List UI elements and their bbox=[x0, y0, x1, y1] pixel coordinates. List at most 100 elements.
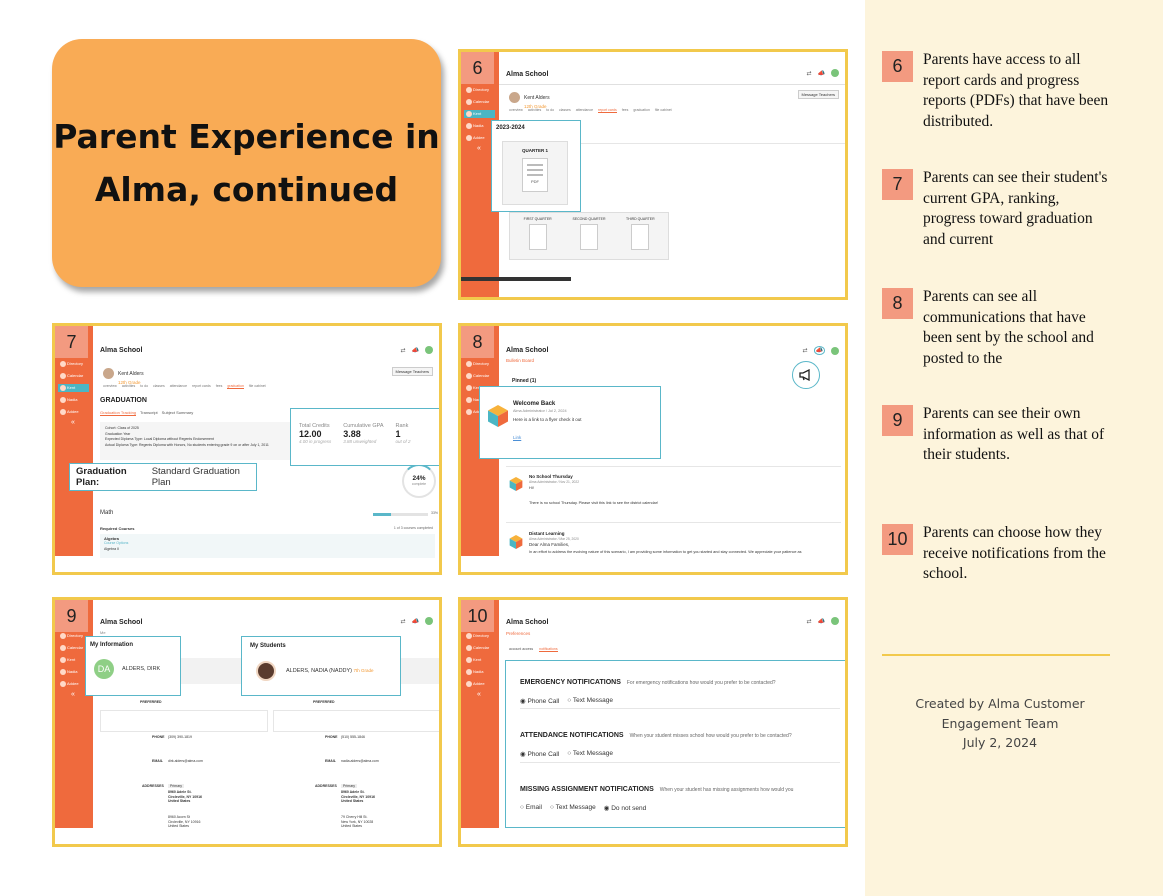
tab-todo[interactable]: to do bbox=[546, 108, 555, 112]
me-tab[interactable]: Me bbox=[100, 630, 106, 635]
tab-classes[interactable]: classes bbox=[153, 384, 165, 388]
nav-calendar[interactable]: Calendar bbox=[58, 644, 89, 652]
avatar[interactable] bbox=[831, 346, 839, 355]
nav-directory[interactable]: Directory bbox=[464, 86, 495, 94]
nav-calendar[interactable]: Calendar bbox=[464, 98, 495, 106]
status-url-bar bbox=[461, 277, 571, 281]
nav-kent[interactable]: Kent bbox=[58, 384, 89, 392]
avatar[interactable] bbox=[831, 617, 839, 625]
nav-addee[interactable]: Addee bbox=[464, 680, 495, 688]
radio-phone-call[interactable]: ◉ Phone Call bbox=[520, 751, 560, 758]
radio-email[interactable]: ○ Email bbox=[520, 804, 542, 811]
credits-line: Created by Alma Customer bbox=[915, 696, 1085, 711]
pdf-document-icon[interactable]: PDF bbox=[522, 158, 548, 192]
radio-do-not-send[interactable]: ◉ Do not send bbox=[603, 805, 647, 812]
nav-directory[interactable]: Directory bbox=[58, 360, 89, 368]
report-cards-row: FIRST QUARTER SECOND QUARTER THIRD QUART… bbox=[509, 212, 669, 260]
tab-report-cards[interactable]: report cards bbox=[598, 108, 617, 113]
tab-report-cards[interactable]: report cards bbox=[192, 384, 211, 388]
popup-link[interactable]: Link bbox=[513, 435, 522, 440]
tab-todo[interactable]: to do bbox=[140, 384, 149, 388]
tab-activities[interactable]: activities bbox=[527, 108, 542, 112]
tab-attendance[interactable]: attendance bbox=[169, 384, 188, 388]
tab-file-cabinet[interactable]: file cabinet bbox=[248, 384, 266, 388]
nav-calendar[interactable]: Calendar bbox=[464, 644, 495, 652]
second-quarter-card[interactable]: SECOND QUARTER bbox=[567, 217, 610, 255]
swap-icon[interactable]: ⇄ bbox=[400, 347, 406, 354]
nav-calendar[interactable]: Calendar bbox=[58, 372, 89, 380]
student-avatar[interactable] bbox=[256, 661, 276, 681]
collapse-icon[interactable]: « bbox=[71, 691, 75, 698]
collapse-icon[interactable]: « bbox=[477, 145, 481, 152]
megaphone-icon[interactable]: 📣 bbox=[817, 618, 825, 625]
quarter-1-card[interactable]: QUARTER 1 PDF bbox=[502, 141, 568, 205]
radio-phone-call[interactable]: ◉ Phone Call bbox=[520, 698, 560, 705]
nav-addee[interactable]: Addee bbox=[58, 408, 89, 416]
collapse-icon[interactable]: « bbox=[477, 691, 481, 698]
tab-attendance[interactable]: attendance bbox=[575, 108, 594, 112]
school-name: Alma School bbox=[506, 71, 549, 78]
avatar[interactable] bbox=[425, 617, 433, 625]
avatar[interactable] bbox=[425, 346, 433, 354]
nav-calendar[interactable]: Calendar bbox=[464, 372, 495, 380]
subtab-notifications[interactable]: notifications bbox=[539, 647, 558, 652]
subtab-account-access[interactable]: account access bbox=[509, 647, 534, 651]
nav-nadia[interactable]: Nadia bbox=[464, 668, 495, 676]
tab-graduation[interactable]: graduation bbox=[227, 384, 244, 389]
nav-directory[interactable]: Directory bbox=[58, 632, 89, 640]
post-distant-learning[interactable]: Distant Learning Alma Administrator / Ma… bbox=[509, 531, 844, 561]
message-teachers-button[interactable]: Message Teachers bbox=[797, 90, 839, 99]
course-list: Algebra Course Options Algebra II bbox=[100, 534, 435, 558]
caption-badge: 6 bbox=[882, 51, 913, 82]
radio-text-message[interactable]: ○ Text Message bbox=[567, 697, 614, 704]
swap-icon[interactable]: ⇄ bbox=[806, 70, 812, 77]
nav-addee[interactable]: Addee bbox=[58, 680, 89, 688]
radio-text-message[interactable]: ○ Text Message bbox=[567, 750, 614, 757]
swap-icon[interactable]: ⇄ bbox=[400, 618, 406, 625]
tab-classes[interactable]: classes bbox=[559, 108, 571, 112]
student-name[interactable]: ALDERS, NADIA (NADDY) 7th Grade bbox=[286, 668, 374, 674]
megaphone-icon[interactable]: 📣 bbox=[411, 347, 419, 354]
post-no-school-thursday[interactable]: No School Thursday Alma Administrator / … bbox=[509, 474, 839, 516]
screenshot-panel-8: 8 Directory Calendar Kent Nadia Addee Al… bbox=[458, 323, 848, 575]
app-sidebar: Directory Calendar Kent Nadia Addee « bbox=[55, 326, 93, 556]
third-quarter-card[interactable]: THIRD QUARTER bbox=[619, 217, 662, 255]
tab-activities[interactable]: activities bbox=[121, 384, 136, 388]
subtab-subject-summary[interactable]: Subject Summary bbox=[161, 410, 194, 415]
subtab-graduation-tracking[interactable]: Graduation Tracking bbox=[100, 410, 137, 416]
nav-nadia[interactable]: Nadia bbox=[464, 396, 495, 404]
tab-fees[interactable]: fees bbox=[215, 384, 223, 388]
tab-file-cabinet[interactable]: file cabinet bbox=[654, 108, 672, 112]
swap-icon[interactable]: ⇄ bbox=[806, 618, 812, 625]
nav-directory[interactable]: Directory bbox=[464, 632, 495, 640]
nav-kent[interactable]: Kent bbox=[58, 656, 89, 664]
nav-directory[interactable]: Directory bbox=[464, 360, 495, 368]
message-teachers-button[interactable]: Message Teachers bbox=[391, 367, 433, 376]
avatar[interactable] bbox=[831, 69, 839, 77]
megaphone-icon[interactable]: 📣 bbox=[813, 346, 825, 355]
caption-text: Parents can see their own information as… bbox=[923, 405, 1105, 463]
nav-nadia[interactable]: Nadia bbox=[464, 122, 495, 130]
subtab-transcript[interactable]: Transcript bbox=[140, 410, 158, 415]
school-year: 2023-2024 bbox=[496, 125, 525, 131]
preferences-crumb: Preferences bbox=[506, 631, 531, 636]
nav-addee[interactable]: Addee bbox=[464, 408, 495, 416]
swap-icon[interactable]: ⇄ bbox=[802, 348, 808, 354]
credits: Created by Alma Customer Engagement Team… bbox=[915, 694, 1085, 753]
nav-kent[interactable]: Kent bbox=[464, 656, 495, 664]
nav-nadia[interactable]: Nadia bbox=[58, 668, 89, 676]
nav-kent[interactable]: Kent bbox=[464, 110, 495, 118]
pinned-header[interactable]: Pinned (1) bbox=[512, 378, 537, 384]
tab-fees[interactable]: fees bbox=[621, 108, 629, 112]
tab-overview[interactable]: overview bbox=[509, 108, 523, 112]
first-quarter-card[interactable]: FIRST QUARTER bbox=[516, 217, 559, 255]
tab-graduation[interactable]: graduation bbox=[633, 108, 650, 112]
megaphone-icon[interactable]: 📣 bbox=[817, 70, 825, 77]
nav-addee[interactable]: Addee bbox=[464, 134, 495, 142]
radio-text-message[interactable]: ○ Text Message bbox=[550, 804, 596, 811]
tab-overview[interactable]: overview bbox=[103, 384, 117, 388]
nav-nadia[interactable]: Nadia bbox=[58, 396, 89, 404]
collapse-icon[interactable]: « bbox=[71, 419, 75, 426]
megaphone-icon[interactable]: 📣 bbox=[411, 618, 419, 625]
nav-kent[interactable]: Kent bbox=[464, 384, 495, 392]
